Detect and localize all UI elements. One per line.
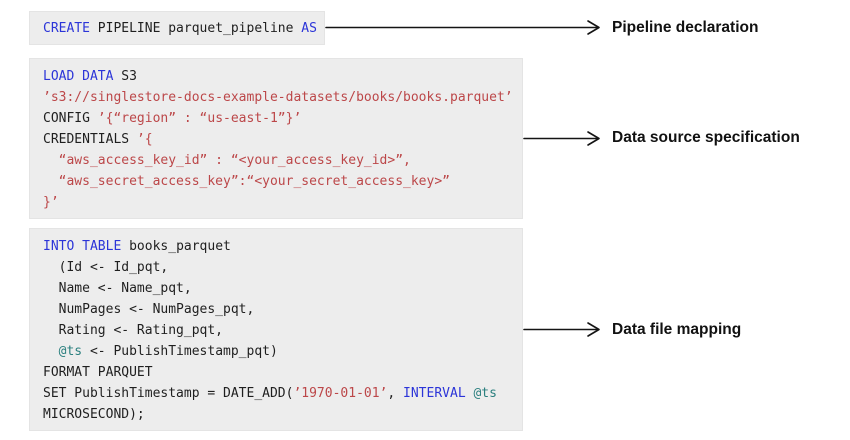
code-line: Name <- Name_pqt, (43, 281, 192, 296)
annotation-data-source-specification: Data source specification (612, 129, 800, 146)
code-line: NumPages <- NumPages_pqt, (43, 302, 255, 317)
code-block-data-source-specification: LOAD DATA S3 ’s3://singlestore-docs-examp… (29, 58, 523, 219)
code-line: CREDENTIALS ’{ (43, 132, 153, 147)
code-line: Rating <- Rating_pqt, (43, 323, 224, 338)
code-line: CONFIG ’{“region” : “us-east-1”}’ (43, 111, 302, 126)
code-block-data-file-mapping: INTO TABLE books_parquet (Id <- Id_pqt, … (29, 228, 523, 431)
arrow-pipeline-declaration-icon (325, 20, 600, 35)
arrow-data-file-mapping-icon (523, 322, 600, 337)
code-line: INTO TABLE books_parquet (43, 239, 231, 254)
annotation-pipeline-declaration: Pipeline declaration (612, 19, 759, 36)
code-line: (Id <- Id_pqt, (43, 260, 169, 275)
code-line: }’ (43, 195, 59, 210)
code-line: ’s3://singlestore-docs-example-datasets/… (43, 90, 513, 105)
code-line: CREATE PIPELINE parquet_pipeline AS (43, 21, 317, 36)
annotation-data-file-mapping: Data file mapping (612, 321, 742, 338)
code-line: SET PublishTimestamp = DATE_ADD(’1970-01… (43, 386, 497, 401)
arrow-data-source-specification-icon (523, 131, 600, 146)
code-line: LOAD DATA S3 (43, 69, 137, 84)
code-line: MICROSECOND); (43, 407, 145, 422)
code-line: FORMAT PARQUET (43, 365, 153, 380)
code-line: @ts <- PublishTimestamp_pqt) (58, 344, 278, 359)
code-line: “aws_secret_access_key”:“<your_secret_ac… (43, 174, 450, 189)
code-line: “aws_access_key_id” : “<your_access_key_… (43, 153, 411, 168)
code-block-pipeline-declaration: CREATE PIPELINE parquet_pipeline AS (29, 11, 325, 45)
